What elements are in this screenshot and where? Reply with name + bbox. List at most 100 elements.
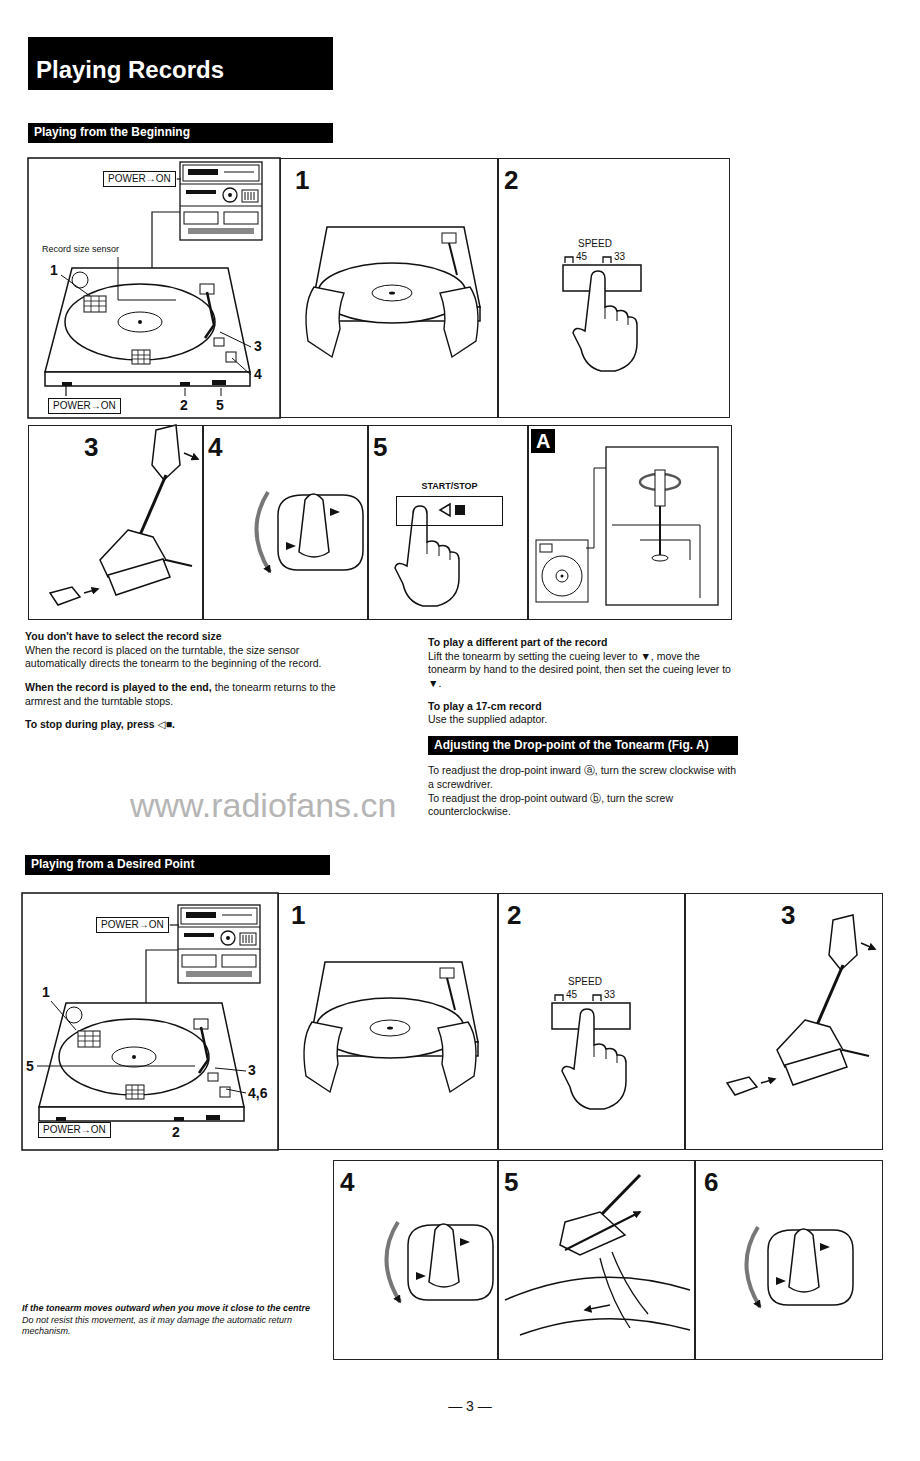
leader-line: [226, 1089, 246, 1093]
hand: [395, 506, 459, 606]
note-heading: To play a different part of the record: [428, 636, 608, 648]
screw: [652, 555, 668, 561]
speed-icon: [555, 995, 601, 1001]
leader-line: [37, 1066, 195, 1067]
label-holder: 3: [248, 1062, 256, 1078]
callout-number: 1: [42, 984, 50, 1000]
power-label-box: POWER→ON: [103, 171, 176, 187]
note-text: Use the supplied adaptor.: [428, 713, 547, 725]
stereo-system: [180, 162, 262, 240]
step-panel: 1: [278, 893, 498, 1150]
label-holder: 5: [26, 1058, 34, 1074]
label-holder: 45: [566, 989, 577, 1001]
platter: [556, 570, 568, 582]
label-holder: 33: [604, 989, 615, 1001]
speed-button: [563, 265, 641, 371]
label-holder: 4,6: [248, 1085, 267, 1101]
turntable: [39, 1003, 244, 1121]
leader-line: [220, 332, 251, 347]
section-heading: Playing from a Desired Point: [31, 857, 324, 873]
overview-frame: [22, 893, 278, 1150]
callout-number: 3: [248, 1062, 256, 1078]
leader-line: [170, 924, 179, 925]
note-heading: When the record is played to the end,: [25, 681, 212, 693]
step-panel: 1: [280, 158, 498, 418]
power-label: POWER→ON: [53, 400, 116, 412]
step-number: 5: [504, 1169, 518, 1195]
cable: [152, 212, 180, 268]
step-panel: 2: [498, 893, 685, 1150]
part-name: 45: [576, 251, 587, 263]
step-number: A: [531, 429, 555, 453]
speed-button: [552, 1003, 630, 1109]
screwdriver: [659, 506, 661, 555]
label-holder: 5: [216, 397, 224, 413]
button-label: START/STOP: [397, 481, 502, 492]
power-label-box: POWER→ON: [48, 398, 121, 414]
step-number: 4: [208, 434, 222, 460]
callout-number: 3: [254, 338, 262, 354]
cable: [146, 950, 178, 1003]
finger: [600, 1252, 648, 1328]
label-holder: www.radiofans.cn: [130, 786, 396, 825]
title-bar: Playing Records: [28, 37, 333, 90]
section-band: Adjusting the Drop-point of the Tonearm …: [428, 736, 738, 756]
record-edge: [505, 1277, 690, 1335]
step-panel: 4: [203, 425, 368, 620]
leader-line: [185, 388, 186, 396]
page-title: Playing Records: [36, 56, 224, 84]
part-name: 33: [614, 251, 625, 263]
page-number: — 3 —: [430, 1398, 510, 1414]
text-row: Lift the tonearm by setting the cueing l…: [428, 650, 738, 691]
detail-frame: [606, 447, 718, 605]
step-panel: 5: [498, 1160, 695, 1360]
step-panel: 6: [695, 1160, 883, 1360]
spindle: [561, 575, 564, 578]
part-name: 33: [604, 989, 615, 1001]
overview-frame: [28, 158, 280, 418]
label-holder: 3: [254, 338, 262, 354]
inset-part: [540, 544, 552, 552]
leader-line: [221, 388, 222, 396]
text-row: When the record is placed on the turntab…: [25, 644, 345, 671]
note-text: To readjust the drop-point inward ⓐ, tur…: [428, 764, 736, 790]
callout-number: 1: [50, 262, 58, 278]
cueing-lever: [256, 492, 363, 572]
label-holder: 1: [42, 984, 50, 1000]
text-row: To stop during play, press ◁■.: [25, 718, 345, 732]
stereo-system: [178, 905, 260, 983]
step-number: 1: [291, 902, 305, 928]
turntable: [45, 268, 250, 386]
label-holder: Record size sensor: [42, 244, 119, 254]
leader-line: [51, 1001, 76, 1030]
tonearm: [602, 1175, 640, 1214]
step-panel: 3: [685, 893, 883, 1150]
step-panel: 2: [498, 158, 730, 418]
note-heading: To play a 17-cm record: [428, 700, 542, 712]
note-text: Lift the tonearm by setting the cueing l…: [428, 650, 731, 689]
text-row: You don't have to select the record size: [25, 630, 345, 644]
tonearm: [50, 425, 198, 605]
step-panel: 4: [333, 1160, 498, 1360]
stop-symbol: [455, 505, 465, 515]
callout-number: 5: [216, 397, 224, 413]
step-number: 3: [84, 434, 98, 460]
step-panel: 5START/STOP: [368, 425, 528, 620]
power-label: POWER→ON: [101, 919, 164, 931]
play-symbol: [440, 504, 450, 516]
label-holder: SPEED: [568, 976, 602, 988]
note-heading: If the tonearm moves outward when you mo…: [22, 1303, 310, 1313]
section-band: Playing from a Desired Point: [25, 855, 330, 875]
note-text: Do not resist this movement, as it may d…: [22, 1315, 292, 1337]
direction-arrow: [585, 1305, 610, 1310]
text-column: You don't have to select the record size…: [25, 630, 345, 732]
label-holder: 2: [180, 397, 188, 413]
step-number: 6: [704, 1169, 718, 1195]
section-band: Playing from the Beginning: [28, 123, 333, 143]
text-row: To play a different part of the record: [428, 636, 738, 650]
leader-line: [118, 257, 176, 300]
leader-line: [61, 275, 90, 296]
leader-line: [65, 386, 66, 396]
callout-number: 4: [254, 366, 262, 382]
leader-line: [177, 178, 181, 179]
